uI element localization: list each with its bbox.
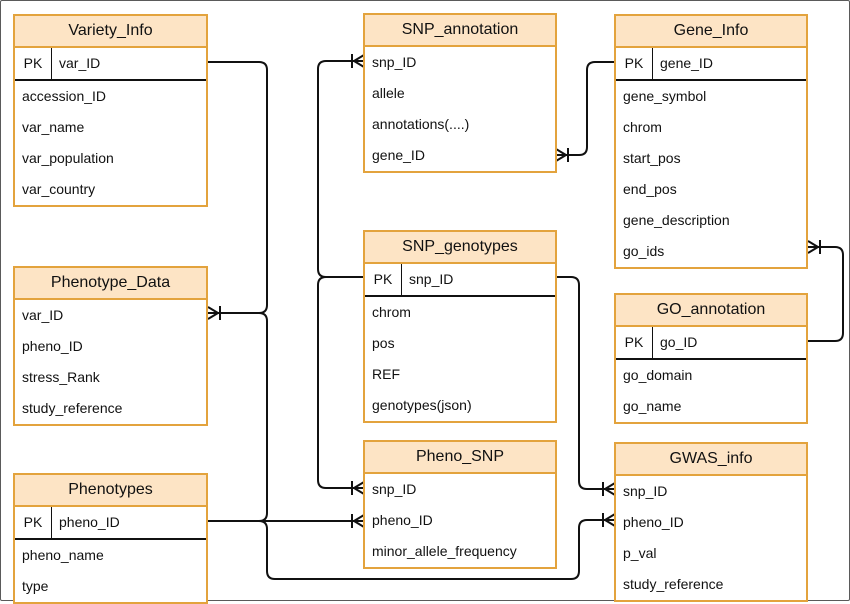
- field-row: type: [22, 578, 49, 594]
- field-row: stress_Rank: [22, 369, 100, 385]
- field-row: pheno_name: [22, 547, 104, 563]
- pk-label: PK: [616, 327, 653, 358]
- field-row: var_country: [22, 181, 96, 197]
- relation-snp-pheno: [317, 276, 364, 489]
- table-title: GWAS_info: [616, 444, 806, 476]
- relation-gene-id: [556, 61, 615, 156]
- field-row: snp_ID: [372, 481, 417, 497]
- table-title: Variety_Info: [15, 16, 206, 48]
- relation-snp-annotation: [317, 60, 364, 278]
- field-row: pheno_ID: [22, 338, 83, 354]
- table-gene-info: Gene_Info PK gene_ID gene_symbol chrom s…: [614, 14, 808, 269]
- table-title: GO_annotation: [616, 295, 806, 327]
- table-title: Phenotypes: [15, 475, 206, 507]
- field-row: genotypes(json): [372, 397, 472, 413]
- table-title: Phenotype_Data: [15, 268, 206, 300]
- relation-pheno-id-data: [258, 312, 268, 522]
- table-title: SNP_genotypes: [365, 232, 555, 264]
- table-snp-annotation: SNP_annotation snp_ID allele annotations…: [363, 13, 557, 173]
- field-row: pheno_ID: [372, 512, 433, 528]
- primary-key-row: PK pheno_ID: [15, 507, 206, 540]
- primary-key-row: PK go_ID: [616, 327, 806, 360]
- pk-field: pheno_ID: [59, 514, 120, 530]
- crowfoot-icon: [351, 54, 365, 68]
- field-row: gene_description: [623, 212, 730, 228]
- field-row: pos: [372, 335, 395, 351]
- table-snp-genotypes: SNP_genotypes PK snp_ID chrom pos REF ge…: [363, 230, 557, 423]
- pk-label: PK: [616, 48, 653, 79]
- field-row: study_reference: [22, 400, 123, 416]
- field-row: gene_ID: [372, 147, 425, 163]
- field-row: chrom: [623, 119, 662, 135]
- field-row: end_pos: [623, 181, 677, 197]
- table-go-annotation: GO_annotation PK go_ID go_domain go_name: [614, 293, 808, 424]
- field-row: pheno_ID: [623, 514, 684, 530]
- relation-var-id: [207, 61, 268, 314]
- pk-label: PK: [365, 264, 402, 295]
- crowfoot-icon: [555, 148, 569, 162]
- field-row: start_pos: [623, 150, 681, 166]
- table-title: SNP_annotation: [365, 15, 555, 47]
- field-row: var_ID: [22, 307, 64, 323]
- crowfoot-icon: [602, 513, 616, 527]
- field-row: chrom: [372, 304, 411, 320]
- crowfoot-icon: [807, 240, 821, 254]
- crowfoot-icon: [351, 481, 365, 495]
- primary-key-row: PK snp_ID: [365, 264, 555, 297]
- relation-snp-gwas: [555, 276, 615, 490]
- pk-field: gene_ID: [660, 55, 713, 71]
- field-row: go_domain: [623, 367, 693, 383]
- field-row: study_reference: [623, 576, 724, 592]
- table-gwas-info: GWAS_info snp_ID pheno_ID p_val study_re…: [614, 442, 808, 602]
- table-variety-info: Variety_Info PK var_ID accession_ID var_…: [13, 14, 208, 207]
- table-title: Gene_Info: [616, 16, 806, 48]
- crowfoot-icon: [351, 514, 365, 528]
- table-pheno-snp: Pheno_SNP snp_ID pheno_ID minor_allele_f…: [363, 440, 557, 569]
- crowfoot-icon: [602, 482, 616, 496]
- field-row: snp_ID: [623, 483, 668, 499]
- field-row: p_val: [623, 545, 657, 561]
- field-row: var_name: [22, 119, 85, 135]
- table-phenotype-data: Phenotype_Data var_ID pheno_ID stress_Ra…: [13, 266, 208, 426]
- field-row: go_name: [623, 398, 682, 414]
- field-row: var_population: [22, 150, 114, 166]
- pk-field: var_ID: [59, 55, 101, 71]
- field-row: annotations(....): [372, 116, 470, 132]
- relation-go-id: [807, 246, 844, 342]
- relation-pheno-id-gwas: [258, 519, 615, 580]
- pk-label: PK: [15, 48, 52, 79]
- field-row: snp_ID: [372, 54, 417, 70]
- field-row: REF: [372, 366, 400, 382]
- table-title: Pheno_SNP: [365, 442, 555, 474]
- primary-key-row: PK var_ID: [15, 48, 206, 81]
- primary-key-row: PK gene_ID: [616, 48, 806, 81]
- pk-field: go_ID: [660, 334, 698, 350]
- table-phenotypes: Phenotypes PK pheno_ID pheno_name type: [13, 473, 208, 604]
- field-row: go_ids: [623, 243, 665, 259]
- field-row: allele: [372, 85, 405, 101]
- field-row: minor_allele_frequency: [372, 543, 517, 559]
- crowfoot-icon: [207, 306, 221, 320]
- pk-field: snp_ID: [409, 271, 454, 287]
- field-row: accession_ID: [22, 88, 107, 104]
- pk-label: PK: [15, 507, 52, 538]
- field-row: gene_symbol: [623, 88, 707, 104]
